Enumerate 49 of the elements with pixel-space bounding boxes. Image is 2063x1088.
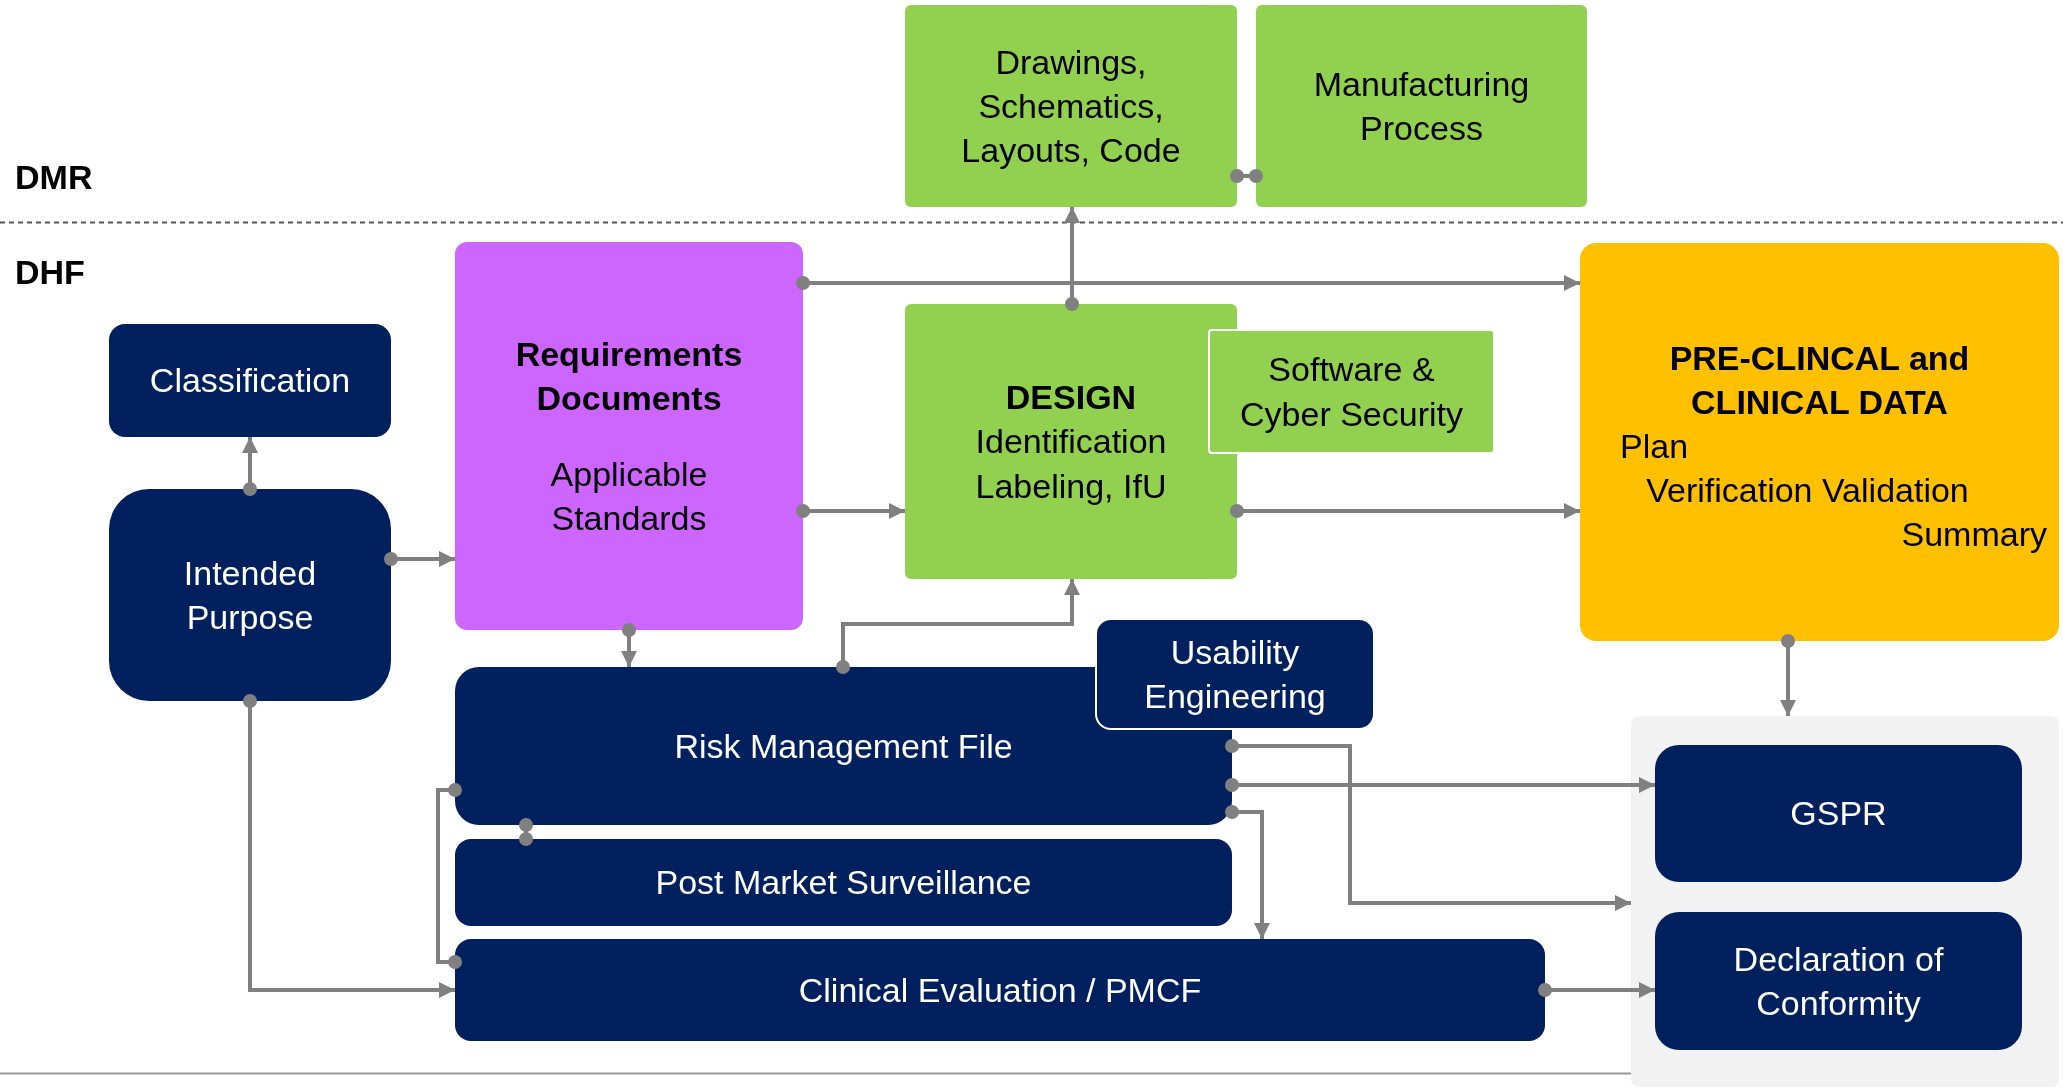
connector-arrow xyxy=(1780,634,1796,716)
box-text: GSPR xyxy=(1790,793,1887,835)
process-box xyxy=(1208,329,1495,454)
box-text: Clinical Evaluation / PMCF xyxy=(798,969,1202,1011)
box-text: Plan xyxy=(1619,425,1689,467)
box-text: Identification Labeling, IfU xyxy=(974,421,1168,507)
process-box xyxy=(905,304,1237,579)
box-text: Software & Cyber Security xyxy=(1239,349,1464,435)
box-text: Classification xyxy=(149,360,351,402)
connector-arrow xyxy=(1225,805,1270,939)
section-label: DHF xyxy=(15,252,85,293)
connector-arrow xyxy=(1230,503,1580,519)
connector-arrow xyxy=(796,275,1580,291)
connector-arrow xyxy=(384,551,455,567)
process-box xyxy=(1655,912,2022,1050)
box-text: Summary xyxy=(1901,514,2048,556)
connector-arrow xyxy=(1538,982,1655,998)
box-title: DESIGN xyxy=(1005,377,1137,419)
connector-arrow xyxy=(243,694,455,998)
process-box xyxy=(905,5,1237,207)
group-panel xyxy=(1631,716,2059,1087)
process-box xyxy=(109,489,391,701)
box-title: PRE-CLINCAL and CLINICAL DATA xyxy=(1668,337,1971,423)
process-box xyxy=(1580,243,2059,641)
connector-arrow xyxy=(1225,777,1655,793)
box-text: Post Market Surveillance xyxy=(655,862,1032,904)
process-box xyxy=(455,242,803,630)
connector-arrow xyxy=(242,437,258,496)
connector-arrow xyxy=(1064,207,1080,311)
process-box xyxy=(1256,5,1587,207)
connector-arrow xyxy=(1225,739,1631,911)
box-text: Declaration of Conformity xyxy=(1732,938,1945,1024)
process-box xyxy=(109,324,391,437)
section-label: DMR xyxy=(15,157,93,198)
connector-arrow xyxy=(836,579,1080,674)
process-box xyxy=(1655,745,2022,882)
box-text: Manufacturing Process xyxy=(1312,63,1531,149)
box-text: Intended Purpose xyxy=(182,552,318,638)
process-box xyxy=(1095,618,1375,730)
box-text: Risk Management File xyxy=(674,725,1013,767)
process-box xyxy=(455,839,1232,926)
process-box xyxy=(455,939,1545,1041)
connector-arrow xyxy=(796,503,905,519)
box-text: Drawings, Schematics, Layouts, Code xyxy=(960,41,1182,172)
box-text: Usability Engineering xyxy=(1143,631,1327,717)
box-text: Verification Validation xyxy=(1646,470,1970,512)
box-title: Requirements Documents xyxy=(515,333,743,419)
connector-arrow xyxy=(621,623,637,667)
box-text: Applicable Standards xyxy=(549,454,709,540)
